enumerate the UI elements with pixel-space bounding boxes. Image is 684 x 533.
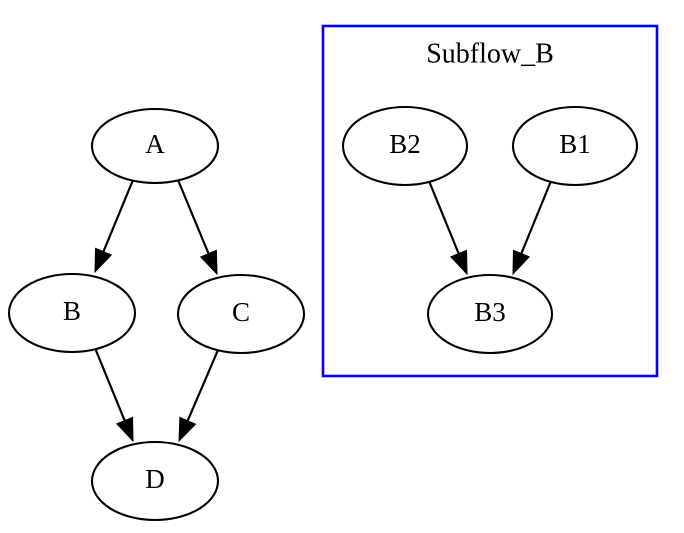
edge-arrowhead: [115, 416, 134, 443]
edges-layer: [93, 179, 553, 443]
edge-arrowhead: [94, 247, 113, 274]
edge-C-D[interactable]: [178, 349, 220, 443]
node-B3[interactable]: B3: [426, 273, 554, 355]
clusters-layer: Subflow_B: [321, 24, 659, 378]
edge-line: [176, 179, 211, 257]
node-C[interactable]: C: [176, 273, 306, 355]
edge-line: [519, 180, 553, 257]
edge-line: [427, 180, 461, 257]
cluster-Subflow_B[interactable]: Subflow_B: [321, 24, 659, 378]
edge-arrowhead: [449, 249, 468, 276]
edge-line: [101, 179, 135, 255]
edge-A-B[interactable]: [94, 179, 135, 274]
node-D[interactable]: D: [90, 440, 220, 522]
node-B[interactable]: B: [7, 272, 137, 354]
node-ellipse: [341, 105, 469, 187]
node-B1[interactable]: B1: [511, 105, 639, 187]
node-ellipse: [511, 105, 639, 187]
edge-B2-B3[interactable]: [427, 180, 468, 276]
edge-line: [185, 349, 220, 424]
node-B2[interactable]: B2: [341, 105, 469, 187]
node-ellipse: [90, 440, 220, 522]
node-ellipse: [426, 273, 554, 355]
edge-arrowhead: [512, 249, 531, 276]
edge-line: [93, 347, 127, 424]
edge-arrowhead: [178, 416, 197, 443]
edge-A-C[interactable]: [176, 179, 218, 276]
edge-B-D[interactable]: [93, 347, 134, 443]
node-ellipse: [7, 272, 137, 354]
node-ellipse: [90, 107, 220, 185]
node-A[interactable]: A: [90, 107, 220, 185]
edge-B1-B3[interactable]: [512, 180, 553, 276]
edge-arrowhead: [199, 249, 218, 276]
node-ellipse: [176, 273, 306, 355]
cluster-border: [321, 24, 659, 378]
cluster-label: Subflow_B: [426, 38, 554, 69]
